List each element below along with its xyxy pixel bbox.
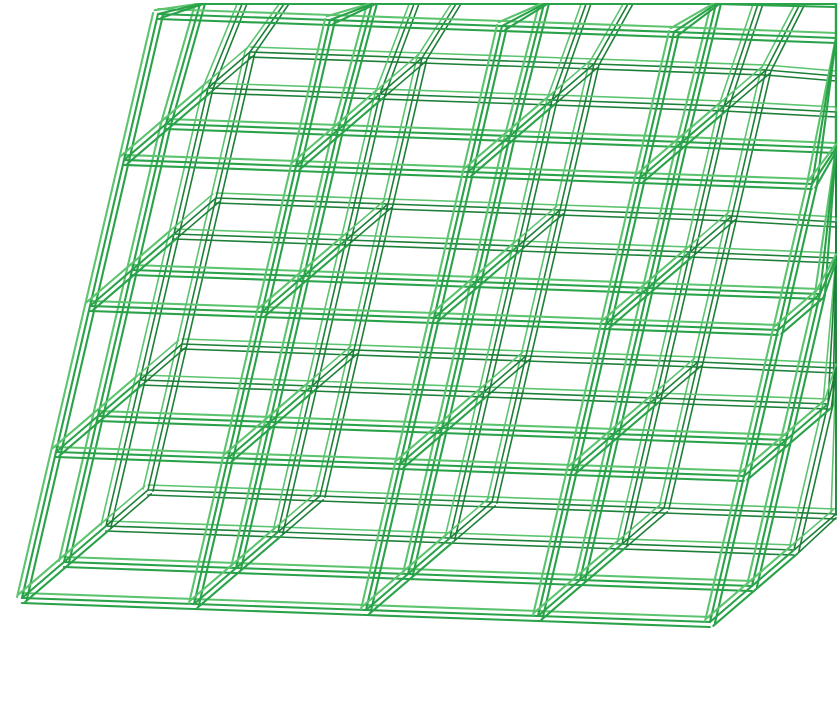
wireframe-lattice-diagram xyxy=(0,0,840,720)
